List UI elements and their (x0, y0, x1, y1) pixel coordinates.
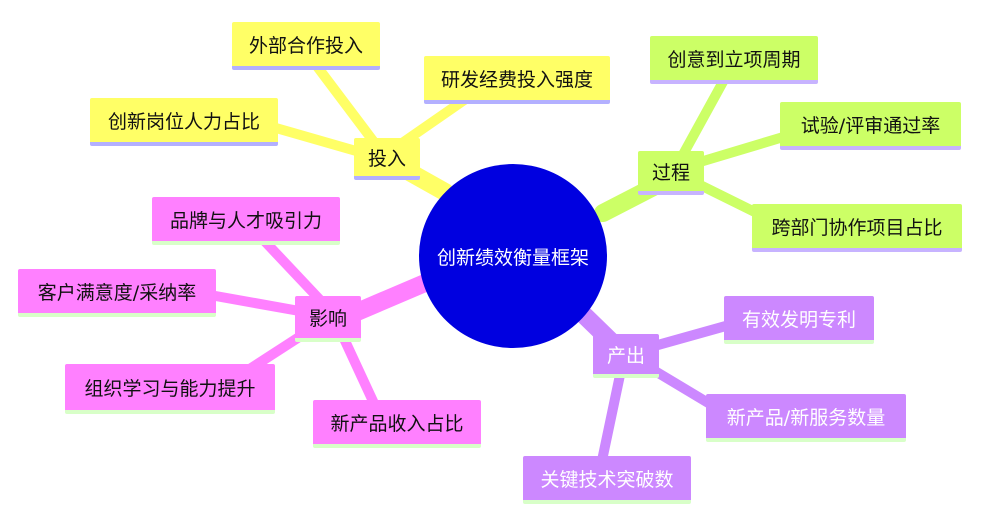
branch-process: 过程 (638, 151, 704, 195)
input-innovation-staff: 创新岗位人力占比 (90, 98, 278, 146)
process-idea-to-project-cycle: 创意到立项周期 (650, 36, 818, 84)
output-patents: 有效发明专利 (724, 296, 874, 344)
impact-customer-satisfaction: 客户满意度/采纳率 (18, 269, 216, 317)
process-pass-rate: 试验/评审通过率 (780, 102, 961, 150)
branch-impact: 影响 (295, 296, 361, 342)
process-cross-dept-share: 跨部门协作项目占比 (752, 204, 962, 252)
branch-output: 产出 (593, 334, 659, 378)
output-key-breakthroughs: 关键技术突破数 (523, 456, 691, 504)
input-external-cooperation: 外部合作投入 (232, 22, 380, 70)
impact-org-learning: 组织学习与能力提升 (65, 364, 275, 414)
center-node: 创新绩效衡量框架 (419, 164, 607, 348)
output-new-products: 新产品/新服务数量 (706, 394, 906, 442)
impact-brand-talent: 品牌与人才吸引力 (152, 197, 340, 245)
impact-new-product-revenue: 新产品收入占比 (313, 400, 481, 448)
branch-input: 投入 (354, 138, 420, 180)
input-rd-spend: 研发经费投入强度 (424, 56, 610, 104)
